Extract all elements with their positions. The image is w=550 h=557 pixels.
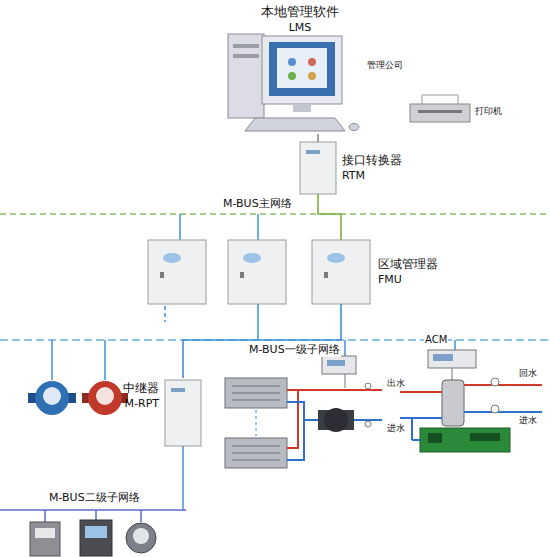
node-title: 本地管理软件 xyxy=(261,4,339,20)
annotation-label: 进水 xyxy=(518,415,538,425)
meters-level-2 xyxy=(30,520,156,556)
connector-line xyxy=(318,194,341,240)
node-code: RTM xyxy=(342,168,365,184)
label-anchor: M-BUS二级子网络 xyxy=(48,492,141,505)
annotation-label: M-BUS二级子网络 xyxy=(48,492,141,505)
software-node: 本地管理软件LMS xyxy=(240,2,360,134)
computer xyxy=(228,34,359,131)
node-title: 接口转换器 xyxy=(342,152,402,168)
annotation-label: 进水 xyxy=(386,423,406,433)
label-anchor: 打印机 xyxy=(474,106,503,116)
label-anchor: ACM xyxy=(424,334,448,346)
annotation-label: 管理公司 xyxy=(366,60,404,70)
converter-node: 接口转换器RTM xyxy=(300,142,406,194)
sub-bus-2 xyxy=(0,509,186,511)
node-code: LMS xyxy=(289,20,312,36)
label-anchor: 进水 xyxy=(386,423,406,433)
bus-drop xyxy=(104,340,106,380)
connector-line xyxy=(317,134,319,142)
bus-drop xyxy=(51,340,53,380)
pipes xyxy=(287,356,382,460)
main-bus xyxy=(0,213,550,215)
bus-drop xyxy=(454,340,456,350)
repeater-box xyxy=(165,380,201,446)
bus-connector xyxy=(318,134,319,142)
printer xyxy=(410,95,470,122)
bus-drop xyxy=(44,510,46,522)
annotation-label: 出水 xyxy=(386,378,406,388)
annotation-label: 回水 xyxy=(518,368,538,378)
label-anchor: 管理公司 xyxy=(366,60,404,70)
repeater-node: 中继器M-RPT xyxy=(119,378,201,448)
label-anchor: 回水 xyxy=(518,368,538,378)
label-anchor: 进水 xyxy=(518,415,538,425)
bus-connector xyxy=(318,194,341,240)
node-title: 中继器 xyxy=(123,380,159,396)
connector-line xyxy=(183,304,341,378)
label-anchor: M-BUS一级子网络 xyxy=(248,344,341,357)
bus-drop xyxy=(140,510,142,522)
heat-meter xyxy=(82,381,128,415)
bus-drop xyxy=(179,214,181,240)
node-title: 区域管理器 xyxy=(378,256,438,272)
fan-coil xyxy=(225,378,287,468)
node-code: M-RPT xyxy=(125,396,159,412)
bus-drop xyxy=(182,446,184,510)
acm-system xyxy=(400,350,542,452)
bus-drop xyxy=(95,510,97,520)
label-anchor: 出水 xyxy=(386,378,406,388)
bus-drop xyxy=(257,214,259,240)
bus-drop xyxy=(257,304,259,340)
bus-connector xyxy=(183,304,341,378)
manager-node: 区域管理器FMU xyxy=(312,240,442,304)
annotation-label: ACM xyxy=(424,334,448,346)
label-anchor: M-BUS主网络 xyxy=(222,198,293,211)
annotation-label: M-BUS一级子网络 xyxy=(248,344,341,357)
fmu-box xyxy=(148,240,370,304)
converter-box xyxy=(300,142,336,194)
stub xyxy=(164,306,166,322)
node-code: FMU xyxy=(378,272,402,288)
annotation-label: 打印机 xyxy=(474,106,503,116)
annotation-label: M-BUS主网络 xyxy=(222,198,293,211)
bus-drop xyxy=(344,340,346,356)
water-meter xyxy=(28,381,76,415)
